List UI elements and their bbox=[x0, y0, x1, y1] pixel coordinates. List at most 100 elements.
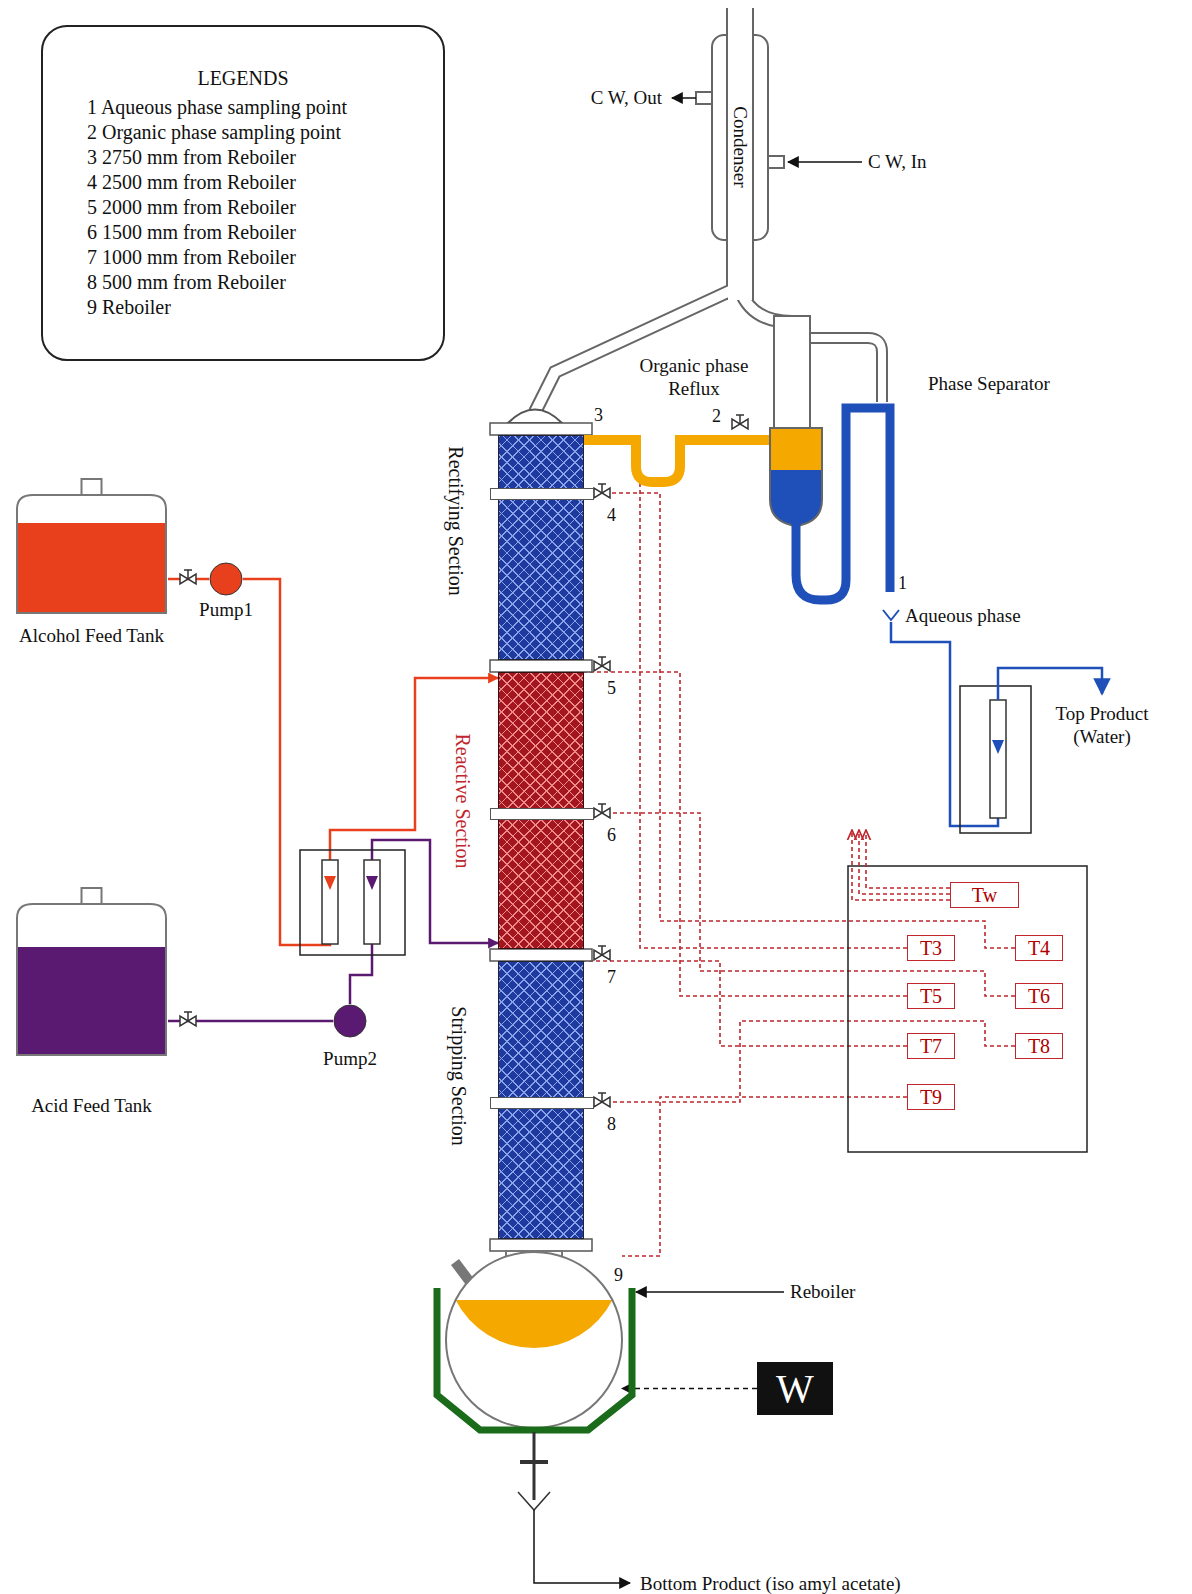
sampling-valve bbox=[594, 946, 610, 960]
separator-neck bbox=[774, 316, 810, 430]
rotameter-box bbox=[300, 850, 405, 955]
sampling-valve bbox=[594, 657, 610, 671]
product-label: Top Product (Water) bbox=[1042, 702, 1162, 748]
temperature-indicator: T3 bbox=[907, 935, 955, 961]
temperature-indicator: T6 bbox=[1015, 983, 1063, 1009]
condenser: Condenser bbox=[712, 35, 768, 240]
product-label: Bottom Product (iso amyl acetate) bbox=[640, 1572, 901, 1594]
signal-output bbox=[852, 830, 950, 900]
flask-outline bbox=[446, 1252, 622, 1428]
temperature-indicator-label: T4 bbox=[1028, 937, 1050, 960]
heating-mantle bbox=[437, 1288, 632, 1430]
temperature-indicator-label: T3 bbox=[920, 937, 942, 960]
legend-box-label: 6 1500 mm from Reboiler bbox=[53, 220, 296, 245]
legend-box: LEGENDS1 Aqueous phase sampling point2 O… bbox=[41, 25, 445, 361]
drawing-part bbox=[859, 830, 950, 894]
indicator-panel bbox=[848, 866, 1087, 1152]
callout-number: 6 bbox=[607, 824, 616, 847]
flask-liquid bbox=[456, 1300, 613, 1348]
drawing-part bbox=[810, 338, 882, 402]
water-arrow bbox=[672, 97, 696, 99]
funnel bbox=[518, 1492, 550, 1510]
sampling-valve bbox=[594, 484, 610, 498]
water-line bbox=[891, 622, 998, 826]
temperature-indicator-label: T6 bbox=[1028, 985, 1050, 1008]
callout-number: 8 bbox=[607, 1113, 616, 1136]
pump-body bbox=[334, 1005, 366, 1037]
temperature-indicator: T8 bbox=[1015, 1033, 1063, 1059]
temperature-indicator: Tw bbox=[950, 882, 1019, 908]
reflux-line bbox=[584, 440, 770, 482]
sampling-valve bbox=[594, 1093, 610, 1107]
feed-line bbox=[350, 840, 498, 1004]
flask bbox=[446, 1252, 622, 1428]
pipe-outline bbox=[535, 8, 882, 412]
callout-number: 2 bbox=[712, 405, 721, 428]
legend-box-label: 7 1000 mm from Reboiler bbox=[53, 245, 296, 270]
drain-pipe bbox=[533, 1432, 536, 1500]
legend-box-label: 5 2000 mm from Reboiler bbox=[53, 195, 296, 220]
leader-line bbox=[636, 1291, 784, 1293]
tank-drawing bbox=[15, 478, 168, 615]
legend-box-label: 3 2750 mm from Reboiler bbox=[53, 145, 296, 170]
temperature-indicator: T7 bbox=[907, 1033, 955, 1059]
feed-tank-label: Alcohol Feed Tank bbox=[19, 624, 164, 647]
organic-layer bbox=[770, 428, 822, 470]
column-section: Stripping Section bbox=[498, 961, 584, 1239]
power-input-label: W bbox=[776, 1365, 814, 1412]
drawing-part bbox=[852, 830, 950, 900]
flange bbox=[490, 660, 592, 672]
rotameter-tube bbox=[364, 860, 380, 944]
column-section-label: Stripping Section bbox=[449, 1006, 469, 1145]
drawing-part bbox=[866, 830, 950, 888]
temperature-indicator-label: T5 bbox=[920, 985, 942, 1008]
rotameter-float bbox=[324, 876, 336, 890]
tank-liquid bbox=[18, 523, 165, 612]
tank-liquid bbox=[18, 947, 165, 1054]
sampling-valve bbox=[594, 804, 610, 818]
sensor-wire bbox=[622, 1097, 907, 1256]
legend-box-label: 9 Reboiler bbox=[53, 295, 171, 320]
flange bbox=[490, 1239, 592, 1251]
drain-valve bbox=[520, 1460, 548, 1464]
pump-drawing bbox=[333, 1004, 367, 1038]
water-nozzle bbox=[696, 92, 712, 104]
water-arrow bbox=[788, 161, 862, 163]
feed-tank: Acid Feed Tank bbox=[15, 887, 168, 1057]
sampling-valve bbox=[732, 415, 748, 429]
temperature-indicator-label: T9 bbox=[920, 1086, 942, 1109]
tank-drawing bbox=[15, 887, 168, 1057]
callout-number: 1 bbox=[898, 572, 907, 595]
flange bbox=[490, 488, 594, 500]
callout-number: 4 bbox=[607, 504, 616, 527]
product-arrow bbox=[534, 1510, 630, 1583]
water-inlet-label: C W, In bbox=[868, 150, 927, 173]
pump: Pump2 bbox=[333, 1004, 367, 1038]
flange bbox=[490, 423, 592, 435]
tank-body bbox=[17, 904, 166, 1055]
flange bbox=[490, 1097, 594, 1109]
temperature-indicator: T4 bbox=[1015, 935, 1063, 961]
temperature-indicator: T9 bbox=[907, 1084, 955, 1110]
pump-body bbox=[210, 563, 242, 595]
tank-neck bbox=[82, 888, 102, 904]
feed-tank-label: Acid Feed Tank bbox=[31, 1094, 152, 1117]
flange bbox=[490, 808, 594, 820]
funnel bbox=[883, 610, 899, 620]
feed-tank: Alcohol Feed Tank bbox=[15, 478, 168, 615]
drawing-part bbox=[728, 8, 752, 300]
column-section-label: Reactive Section bbox=[453, 734, 473, 869]
rotameter-float bbox=[992, 740, 1004, 754]
callout-number: 9 bbox=[614, 1264, 623, 1287]
callout-number: 5 bbox=[607, 677, 616, 700]
feed-valve bbox=[180, 1012, 196, 1026]
power-input: W bbox=[757, 1362, 833, 1415]
flange bbox=[490, 949, 592, 961]
rotameter-float bbox=[366, 876, 378, 890]
water-nozzle bbox=[768, 156, 784, 168]
rotameter-box bbox=[960, 686, 1031, 833]
separator-label: Phase Separator bbox=[928, 372, 1050, 395]
flask-side-neck bbox=[455, 1262, 470, 1282]
column-section-label: Rectifying Section bbox=[446, 446, 466, 595]
